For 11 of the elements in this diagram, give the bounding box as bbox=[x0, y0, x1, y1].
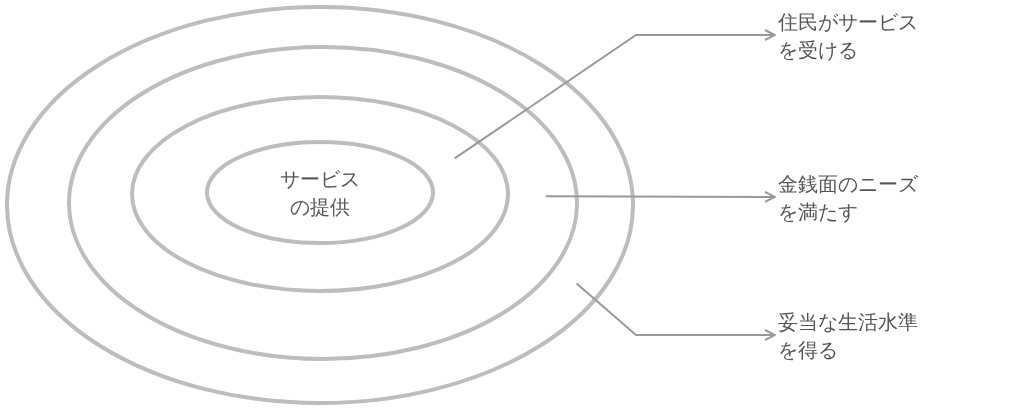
leader-arrow bbox=[575, 282, 776, 341]
ellipse-ring bbox=[67, 45, 579, 361]
outcome-label: 住民がサービスを受ける bbox=[778, 8, 924, 68]
center-label: サービスの提供 bbox=[279, 165, 361, 221]
leader-arrow bbox=[453, 29, 776, 160]
ellipse-ring bbox=[5, 5, 635, 405]
outcome-label: 金銭面のニーズを満たす bbox=[778, 170, 924, 230]
ellipse-ring bbox=[130, 95, 510, 293]
leader-arrow bbox=[544, 190, 776, 203]
ellipse-ring bbox=[205, 140, 435, 245]
outcome-label: 妥当な生活水準を得る bbox=[778, 308, 924, 368]
